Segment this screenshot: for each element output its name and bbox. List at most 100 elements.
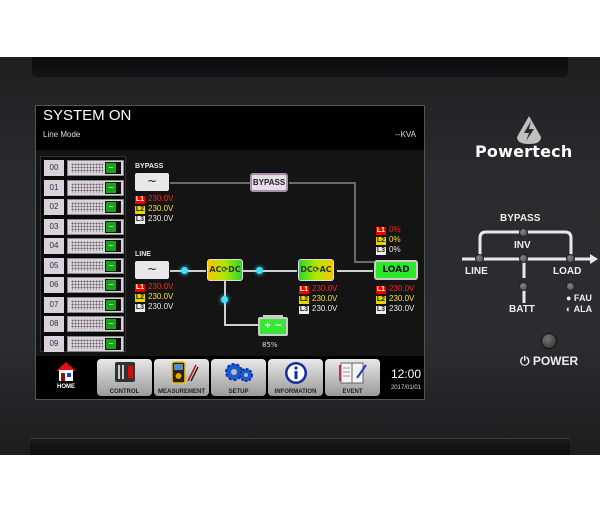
module-item[interactable]: 02 ~ [44,199,124,215]
module-id: 09 [44,335,64,352]
line-source-label: LINE [135,251,151,258]
output-wire [337,270,373,272]
rectifier-ac-dc-button[interactable]: AC⟳DC [207,259,243,281]
inv-indicator-label: INV [514,240,531,251]
bypass-led [519,228,528,237]
module-item[interactable]: 06 ~ [44,277,124,293]
module-id: 07 [44,296,64,313]
module-ok-icon: ~ [105,201,121,213]
module-item[interactable]: 00~ [44,160,124,176]
module-ok-icon: ~ [105,337,121,350]
load-led [566,254,575,263]
nav-event-label: EVENT [342,389,363,395]
battery-icon[interactable]: + − [258,315,288,336]
kva-reading: --KVA [395,130,416,139]
flow-dot [256,267,263,274]
nav-event-button[interactable]: EVENT [325,359,380,396]
nav-control-button[interactable]: CONTROL [97,359,152,396]
system-status-title: SYSTEM ON [43,107,132,124]
module-item[interactable]: 07 ~ [44,296,124,313]
nav-control-label: CONTROL [109,389,140,395]
module-ok-icon: ~ [105,279,121,291]
flow-dot [221,296,228,303]
module-item[interactable]: 03~ [44,218,124,235]
load-indicator-label: LOAD [553,266,582,277]
nav-setup-button[interactable]: SETUP [211,359,266,396]
bypass-sine-icon[interactable]: ~ [135,173,169,191]
line-sine-icon[interactable]: ~ [135,261,169,279]
module-graphic: ~ [67,335,124,352]
nav-measurement-button[interactable]: MEASUREMENT [154,359,209,396]
flow-dot [181,267,188,274]
line-indicator-label: LINE [465,266,488,277]
event-log-icon [338,362,367,384]
brand-name: Powertech [475,142,573,161]
module-id: 02 [44,199,64,215]
fault-alarm-led [566,282,575,291]
power-button[interactable] [541,333,557,349]
clock-date: 2017/01/01 [390,385,421,391]
battery-percent: 85% [262,341,278,349]
nav-information-button[interactable]: INFORMATION [268,359,323,396]
dc-bus-wire [243,270,297,272]
bypass-switch-button[interactable]: BYPASS [250,173,288,192]
bypass-wire [354,182,356,262]
module-id: 06 [44,277,64,293]
module-item[interactable]: 09 ~ [44,335,124,352]
nav-setup-label: SETUP [228,389,249,395]
info-icon [284,362,307,384]
gears-icon [224,363,253,382]
nav-information-label: INFORMATION [274,389,317,395]
module-ok-icon: ~ [105,162,121,174]
module-ok-icon: ~ [105,298,121,311]
module-graphic: ~ [67,296,124,313]
module-id: 08 [44,316,64,332]
bypass-wire [170,182,250,184]
module-id: 04 [44,238,64,254]
inverter-dc-ac-button[interactable]: DC⟳AC [298,259,334,281]
module-graphic: ~ [67,218,124,235]
multimeter-icon [170,361,199,384]
module-ok-icon: ~ [105,220,121,233]
module-ok-icon: ~ [105,240,121,252]
bypass-indicator-label: BYPASS [500,213,541,224]
module-ok-icon: ~ [105,318,121,330]
module-id: 01 [44,179,64,196]
module-id: 05 [44,257,64,274]
module-item[interactable]: 08 ~ [44,316,124,332]
clock-time: 12:00 [390,367,421,381]
powertech-logo-icon [517,116,541,144]
module-graphic: ~ [67,179,124,196]
bypass-wire [354,261,374,263]
module-item[interactable]: 05~ [44,257,124,274]
batt-led [519,282,528,291]
module-item[interactable]: 01 ~ [44,179,124,196]
battery-wire [224,281,226,325]
fault-indicator-label: ● FAU [566,293,592,303]
bottom-lip [30,438,570,455]
power-label: ⏻ POWER [520,354,579,368]
module-graphic: ~ [67,199,124,215]
bypass-wire [289,182,354,184]
module-item[interactable]: 04 ~ [44,238,124,254]
load-button[interactable]: LOAD [374,260,418,280]
module-graphic: ~ [67,277,124,293]
alarm-indicator-label: ◐ ALA [566,304,593,314]
bypass-source-label: BYPASS [135,163,164,170]
module-ok-icon: ~ [105,181,121,194]
module-list[interactable]: 00~ 01~ 02~ 03~ 04~ 05~ 06~ 07~ 08~ 09~ [40,156,126,352]
batt-indicator-label: BATT [509,304,535,315]
nav-home-button[interactable]: HOME [48,360,84,398]
